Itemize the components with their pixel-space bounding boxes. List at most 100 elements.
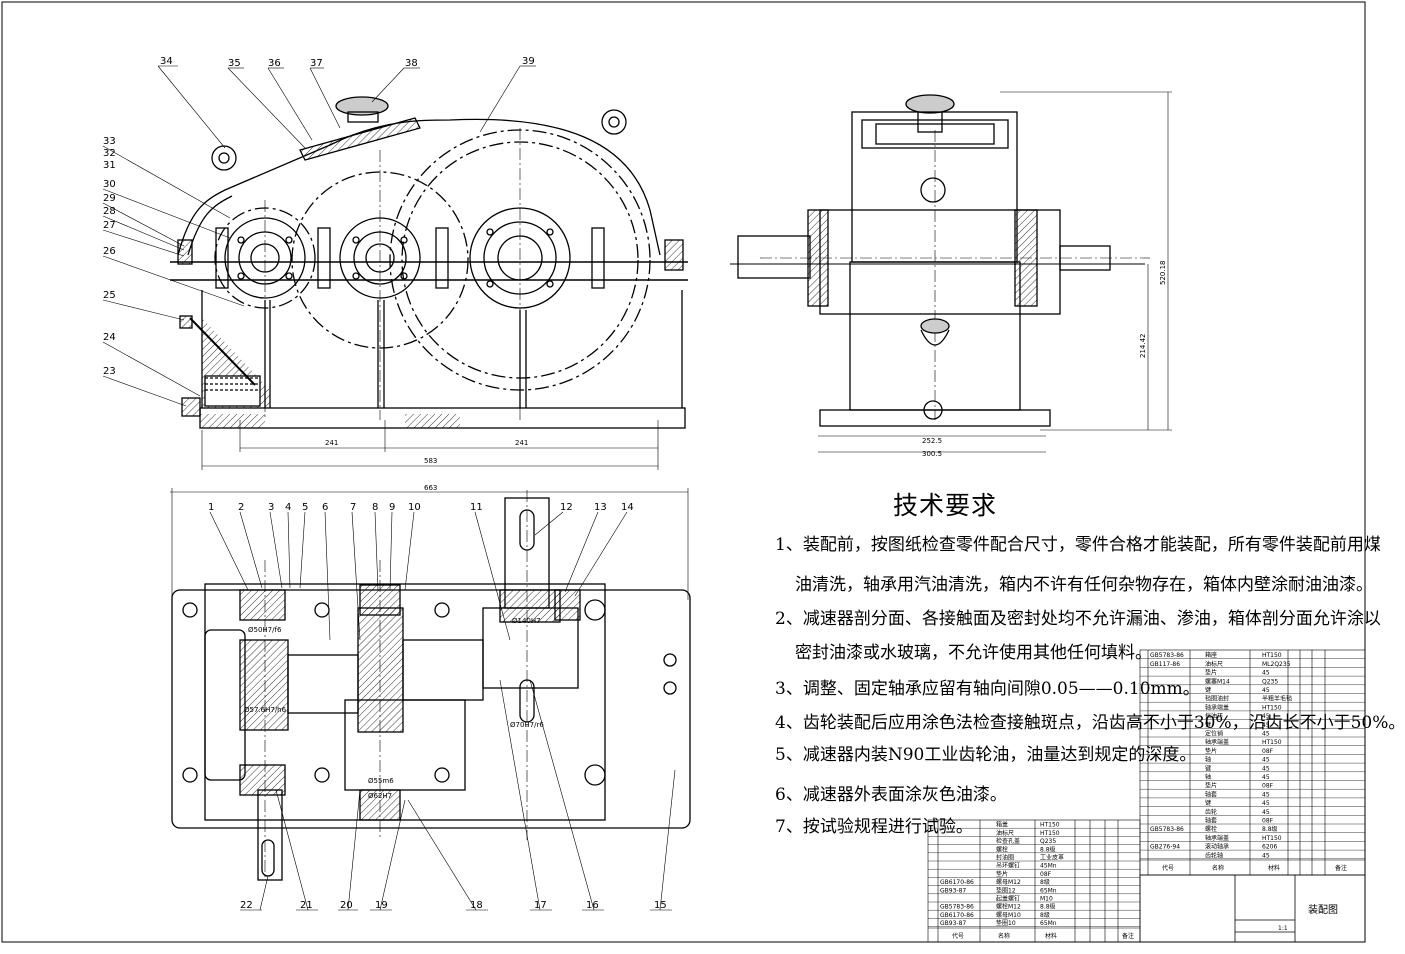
tech-line-5: 5、减速器内装N90工业齿轮油，油量达到规定的深度。: [775, 745, 1197, 765]
parts-left-row-cell: 工业皮革: [1040, 854, 1064, 862]
front-view: [170, 96, 688, 470]
right-header-notes: 备注: [1335, 864, 1347, 872]
parts-left-row-cell: 螺栓: [996, 845, 1008, 853]
label-7: 7: [350, 502, 356, 513]
parts-right-row-cell: 挡油环: [1205, 712, 1223, 720]
parts-left-row-cell: 起盖螺钉: [996, 895, 1020, 903]
title-block: [1139, 874, 1366, 943]
parts-left-row-cell: 8.8级: [1040, 845, 1056, 853]
parts-right-row-cell: 轴承端盖: [1205, 834, 1229, 842]
label-35: 35: [228, 58, 241, 69]
title-block-name: 装配图: [1308, 903, 1338, 916]
top-view-leaders: [209, 511, 676, 911]
label-4: 4: [285, 502, 291, 513]
parts-left-row-cell: 65Mn: [1040, 920, 1057, 927]
label-1: 1: [208, 502, 214, 513]
parts-right-row-cell: 45: [1262, 852, 1270, 859]
label-14: 14: [621, 502, 634, 513]
label-10: 10: [408, 502, 421, 513]
fit-62: Ø62H7: [368, 792, 392, 800]
parts-right-row-cell: HT150: [1262, 704, 1282, 711]
parts-left-row-cell: GB5783-86: [940, 904, 974, 911]
parts-right-row-cell: GB5783-86: [1150, 652, 1184, 659]
label-33: 33: [103, 136, 116, 147]
parts-right-row-cell: GB5783-86: [1150, 826, 1184, 833]
label-30: 30: [103, 179, 116, 190]
parts-left-row-cell: 检查孔盖: [996, 837, 1020, 845]
parts-right-row-cell: 箱座: [1205, 651, 1217, 659]
parts-left-row-cell: 吊环螺钉: [996, 862, 1020, 870]
parts-right-row-cell: ML2Q235: [1262, 661, 1291, 668]
parts-right-row-cell: 滚动轴承: [1205, 843, 1229, 851]
parts-right-row-cell: 油标尺: [1205, 660, 1223, 668]
parts-left-row-cell: 螺母M10: [996, 911, 1021, 919]
parts-left-row-cell: GB93-87: [940, 920, 966, 927]
label-39: 39: [522, 56, 535, 67]
label-5: 5: [302, 502, 308, 513]
parts-right-row-cell: Q235: [1262, 678, 1278, 685]
right-header-name: 名称: [1212, 864, 1224, 872]
parts-right-row-cell: 轴承端盖: [1205, 703, 1229, 711]
label-12: 12: [560, 502, 573, 513]
dim-520-18: 520.18: [1159, 261, 1167, 286]
parts-right-row-cell: 45: [1262, 670, 1270, 677]
top-view-labels: 1 2 3 4 5 6 7 8 9 10 11 12 13 14 22 21 2…: [208, 502, 667, 911]
parts-right-row-cell: 键: [1205, 721, 1211, 729]
label-13: 13: [594, 502, 607, 513]
label-25: 25: [103, 290, 116, 301]
parts-right-row-cell: 6206: [1262, 844, 1277, 851]
label-31: 31: [103, 160, 116, 171]
parts-left-row-cell: 08F: [1040, 871, 1052, 878]
parts-left-row-cell: 油标尺: [996, 829, 1014, 837]
label-19: 19: [375, 900, 388, 911]
parts-right-row-cell: 毡圈油封: [1205, 695, 1229, 703]
fit-50: Ø50H7/f6: [248, 626, 282, 634]
parts-right-row-cell: GB276-94: [1150, 844, 1180, 851]
dim-214-42: 214.42: [1139, 334, 1147, 359]
left-header-code: 代号: [952, 932, 964, 940]
label-15: 15: [654, 900, 667, 911]
parts-right-row-cell: 轴承端盖: [1205, 738, 1229, 746]
parts-right-row-cell: HT150: [1262, 652, 1282, 659]
dim-241-left: 241: [325, 439, 338, 447]
tech-line-6: 6、减速器外表面涂灰色油漆。: [775, 785, 1007, 805]
fit-140: Ø140H7: [512, 617, 541, 625]
label-8: 8: [372, 502, 378, 513]
left-header-notes: 备注: [1122, 932, 1134, 940]
side-view: [730, 91, 1172, 453]
parts-right-row-cell: 45: [1262, 713, 1270, 720]
label-18: 18: [470, 900, 483, 911]
right-header-code: 代号: [1162, 864, 1174, 872]
parts-left-row-cell: 45Mn: [1040, 863, 1057, 870]
parts-right-row-cell: 键: [1205, 799, 1211, 807]
tech-line-1b: 油清洗，轴承用汽油清洗，箱内不许有任何杂物存在，箱体内壁涂耐油油漆。: [795, 575, 1373, 595]
label-29: 29: [103, 193, 116, 204]
fit-70: Ø70H7/r6: [510, 721, 544, 729]
parts-right-row-cell: 08F: [1262, 818, 1274, 825]
parts-right-row-cell: 垫片: [1205, 669, 1217, 677]
parts-left-row-cell: 封油圈: [996, 854, 1014, 862]
parts-right-row-cell: 08F: [1262, 748, 1274, 755]
parts-left-row-cell: GB93-87: [940, 887, 966, 894]
parts-right-row-cell: 45: [1262, 765, 1270, 772]
drawing-frame: [1, 1, 1366, 943]
dim-241-right: 241: [515, 439, 528, 447]
parts-left-row-cell: 垫片: [996, 870, 1008, 878]
parts-left-row-cell: M10: [1040, 896, 1053, 903]
parts-right-row-cell: GB117-86: [1150, 661, 1180, 668]
label-32: 32: [103, 148, 116, 159]
front-view-labels: [102, 65, 536, 407]
fit-55: Ø55m6: [368, 777, 394, 785]
parts-right-row-cell: 齿轮: [1205, 808, 1217, 816]
parts-left-row-cell: 垫圈12: [996, 886, 1016, 894]
parts-left-row-cell: 螺栓M12: [996, 903, 1021, 911]
label-20: 20: [340, 900, 353, 911]
label-2: 2: [238, 502, 244, 513]
parts-left-row-cell: 螺母M12: [996, 878, 1021, 886]
parts-left-row-cell: 箱盖: [996, 821, 1008, 829]
parts-left-row-cell: GB6170-86: [940, 912, 974, 919]
parts-list-right-header: 代号 名称 材料 备注: [1162, 864, 1347, 872]
parts-right-row-cell: 08F: [1262, 783, 1274, 790]
